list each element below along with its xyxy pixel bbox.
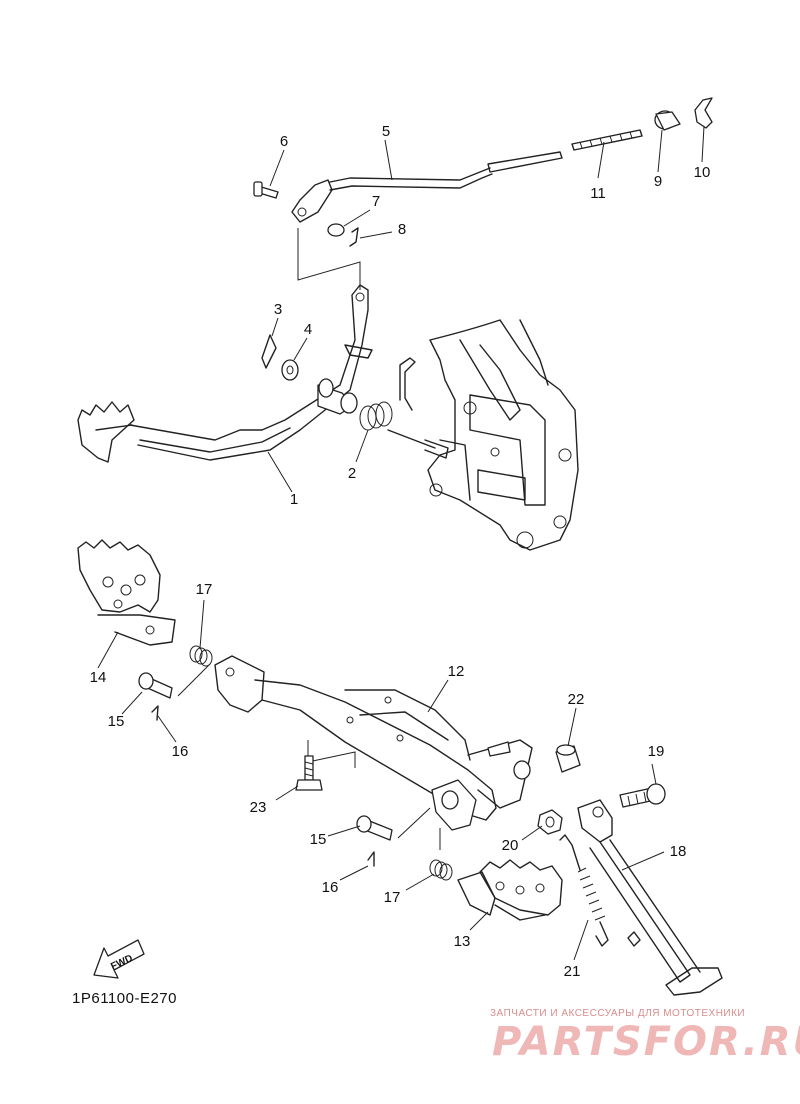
adjusting-nut-10-drawing bbox=[694, 97, 713, 129]
footrest-bracket-drawing bbox=[214, 655, 533, 831]
assembly-line-rod-pedal bbox=[297, 228, 361, 290]
part-label-17-right: 17 bbox=[384, 889, 401, 906]
watermark-caption: ЗАПЧАСТИ И АКСЕССУАРЫ ДЛЯ МОТОТЕХНИКИ bbox=[490, 1008, 746, 1019]
part-label-5: 5 bbox=[382, 123, 390, 140]
cotter-pin-3-drawing bbox=[261, 334, 277, 369]
part-number-labels: 1 2 3 4 5 6 7 8 9 10 11 12 13 14 15 15 1… bbox=[90, 123, 711, 980]
part-label-13: 13 bbox=[454, 933, 471, 950]
spring-21-drawing bbox=[559, 834, 641, 947]
part-label-9: 9 bbox=[654, 173, 662, 190]
bolt-6-drawing bbox=[253, 181, 279, 199]
watermark-brand: PARTSFOR.RU bbox=[492, 1019, 800, 1065]
part-label-14: 14 bbox=[90, 669, 107, 686]
part-label-16-right: 16 bbox=[322, 879, 339, 896]
footrest-13-drawing bbox=[457, 859, 563, 921]
part-label-1: 1 bbox=[290, 491, 298, 508]
part-label-17-left: 17 bbox=[196, 581, 213, 598]
collar-22-drawing bbox=[555, 744, 581, 773]
part-label-19: 19 bbox=[648, 743, 665, 760]
brake-pedal-drawing bbox=[77, 284, 373, 463]
cotter-pin-8-drawing bbox=[349, 227, 359, 247]
part-label-15-right: 15 bbox=[310, 831, 327, 848]
cotter-16-right-drawing bbox=[367, 851, 375, 867]
part-label-3: 3 bbox=[274, 301, 282, 318]
sidestand-drawing bbox=[577, 799, 723, 996]
part-label-12: 12 bbox=[448, 663, 465, 680]
cotter-16-left-drawing bbox=[151, 705, 159, 721]
spring-17-right-drawing bbox=[429, 859, 453, 881]
assembly-line-footrest-13 bbox=[397, 807, 441, 850]
return-spring-drawing bbox=[359, 357, 449, 459]
part-label-18: 18 bbox=[670, 843, 687, 860]
bolt-19-drawing bbox=[619, 783, 666, 808]
part-label-8: 8 bbox=[398, 221, 406, 238]
assembly-line-bolt-23 bbox=[307, 740, 356, 768]
part-label-22: 22 bbox=[568, 691, 585, 708]
part-label-15-left: 15 bbox=[108, 713, 125, 730]
part-label-16-left: 16 bbox=[172, 743, 189, 760]
washer-7-drawing bbox=[327, 223, 345, 237]
bolt-23-drawing bbox=[295, 755, 323, 791]
fwd-arrow: FWD bbox=[93, 939, 145, 979]
part-label-4: 4 bbox=[304, 321, 312, 338]
part-label-7: 7 bbox=[372, 193, 380, 210]
footrest-14-drawing bbox=[77, 539, 176, 646]
part-label-20: 20 bbox=[502, 837, 519, 854]
pin-15-left-drawing bbox=[138, 672, 173, 699]
nut-20-drawing bbox=[537, 809, 563, 835]
part-label-21: 21 bbox=[564, 963, 581, 980]
part-label-23: 23 bbox=[250, 799, 267, 816]
joint-9-drawing bbox=[654, 110, 681, 131]
frame-bracket-drawing bbox=[427, 319, 579, 551]
part-label-2: 2 bbox=[348, 465, 356, 482]
diagram-code: 1P61100-E270 bbox=[72, 990, 177, 1007]
spring-17-left-drawing bbox=[189, 645, 213, 667]
brake-rod-drawing bbox=[291, 129, 643, 223]
assembly-line-pin-15 bbox=[177, 663, 211, 697]
pin-15-right-drawing bbox=[356, 815, 393, 841]
washer-4-drawing bbox=[281, 359, 299, 381]
part-label-10: 10 bbox=[694, 164, 711, 181]
part-label-6: 6 bbox=[280, 133, 288, 150]
leader-lines bbox=[97, 125, 705, 961]
part-label-11: 11 bbox=[590, 185, 606, 202]
